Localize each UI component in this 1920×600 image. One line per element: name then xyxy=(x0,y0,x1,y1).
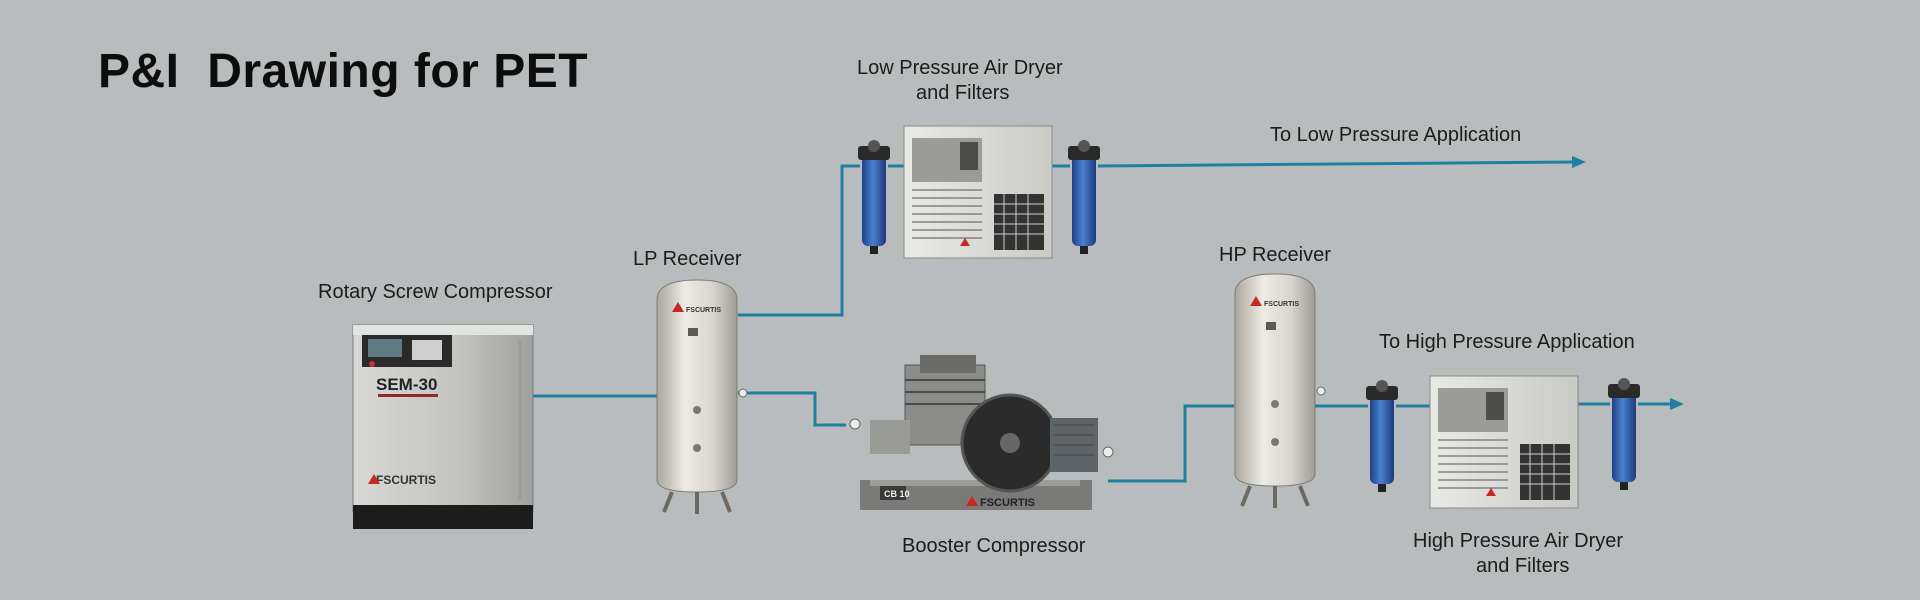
label-high-pressure-dryer-line1: High Pressure Air Dryer xyxy=(1413,530,1624,552)
arrow-to-low-pressure-application xyxy=(1572,156,1586,168)
svg-text:SEM-30: SEM-30 xyxy=(376,375,437,394)
svg-text:FSCURTIS: FSCURTIS xyxy=(376,473,436,487)
hp-outlet-filter xyxy=(1608,378,1640,490)
pipe-to-low-pressure-application xyxy=(1097,160,1576,168)
label-to-high-pressure-application: To High Pressure Application xyxy=(1379,331,1635,353)
svg-text:FSCURTIS: FSCURTIS xyxy=(980,497,1035,509)
hp-air-dryer xyxy=(1429,375,1579,509)
hp-inlet-filter xyxy=(1366,380,1398,492)
lp-inlet-filter xyxy=(858,140,890,254)
label-low-pressure-dryer-line1: Low Pressure Air Dryer xyxy=(857,57,1063,79)
svg-text:CB 10: CB 10 xyxy=(884,489,910,499)
label-hp-receiver: HP Receiver xyxy=(1219,244,1331,266)
pipe-lp-receiver-to-booster xyxy=(738,391,846,427)
arrow-to-high-pressure-application xyxy=(1670,398,1684,410)
label-to-low-pressure-application: To Low Pressure Application xyxy=(1270,124,1522,146)
svg-text:FSCURTIS: FSCURTIS xyxy=(1264,301,1299,308)
lp-air-dryer xyxy=(903,125,1053,259)
booster-compressor: CB 10 FSCURTIS xyxy=(849,355,1114,510)
label-high-pressure-dryer-line2: and Filters xyxy=(1476,555,1570,577)
lp-receiver-tank: FSCURTIS xyxy=(656,279,748,514)
pipe-lp-receiver-to-lp-dryer xyxy=(738,164,860,317)
label-low-pressure-dryer-line2: and Filters xyxy=(916,82,1010,104)
lp-outlet-filter xyxy=(1068,140,1100,254)
label-lp-receiver: LP Receiver xyxy=(633,248,742,270)
svg-text:FSCURTIS: FSCURTIS xyxy=(686,307,721,314)
hp-receiver-tank: FSCURTIS xyxy=(1234,273,1326,508)
pipe-booster-to-hp-receiver xyxy=(1108,404,1234,483)
label-booster-compressor: Booster Compressor xyxy=(902,535,1086,557)
pipes xyxy=(532,160,1675,483)
label-rotary-screw-compressor: Rotary Screw Compressor xyxy=(318,281,553,303)
page-title: P&I Drawing for PET xyxy=(98,45,589,98)
rotary-screw-compressor: SEM-30 FSCURTIS xyxy=(352,324,534,529)
